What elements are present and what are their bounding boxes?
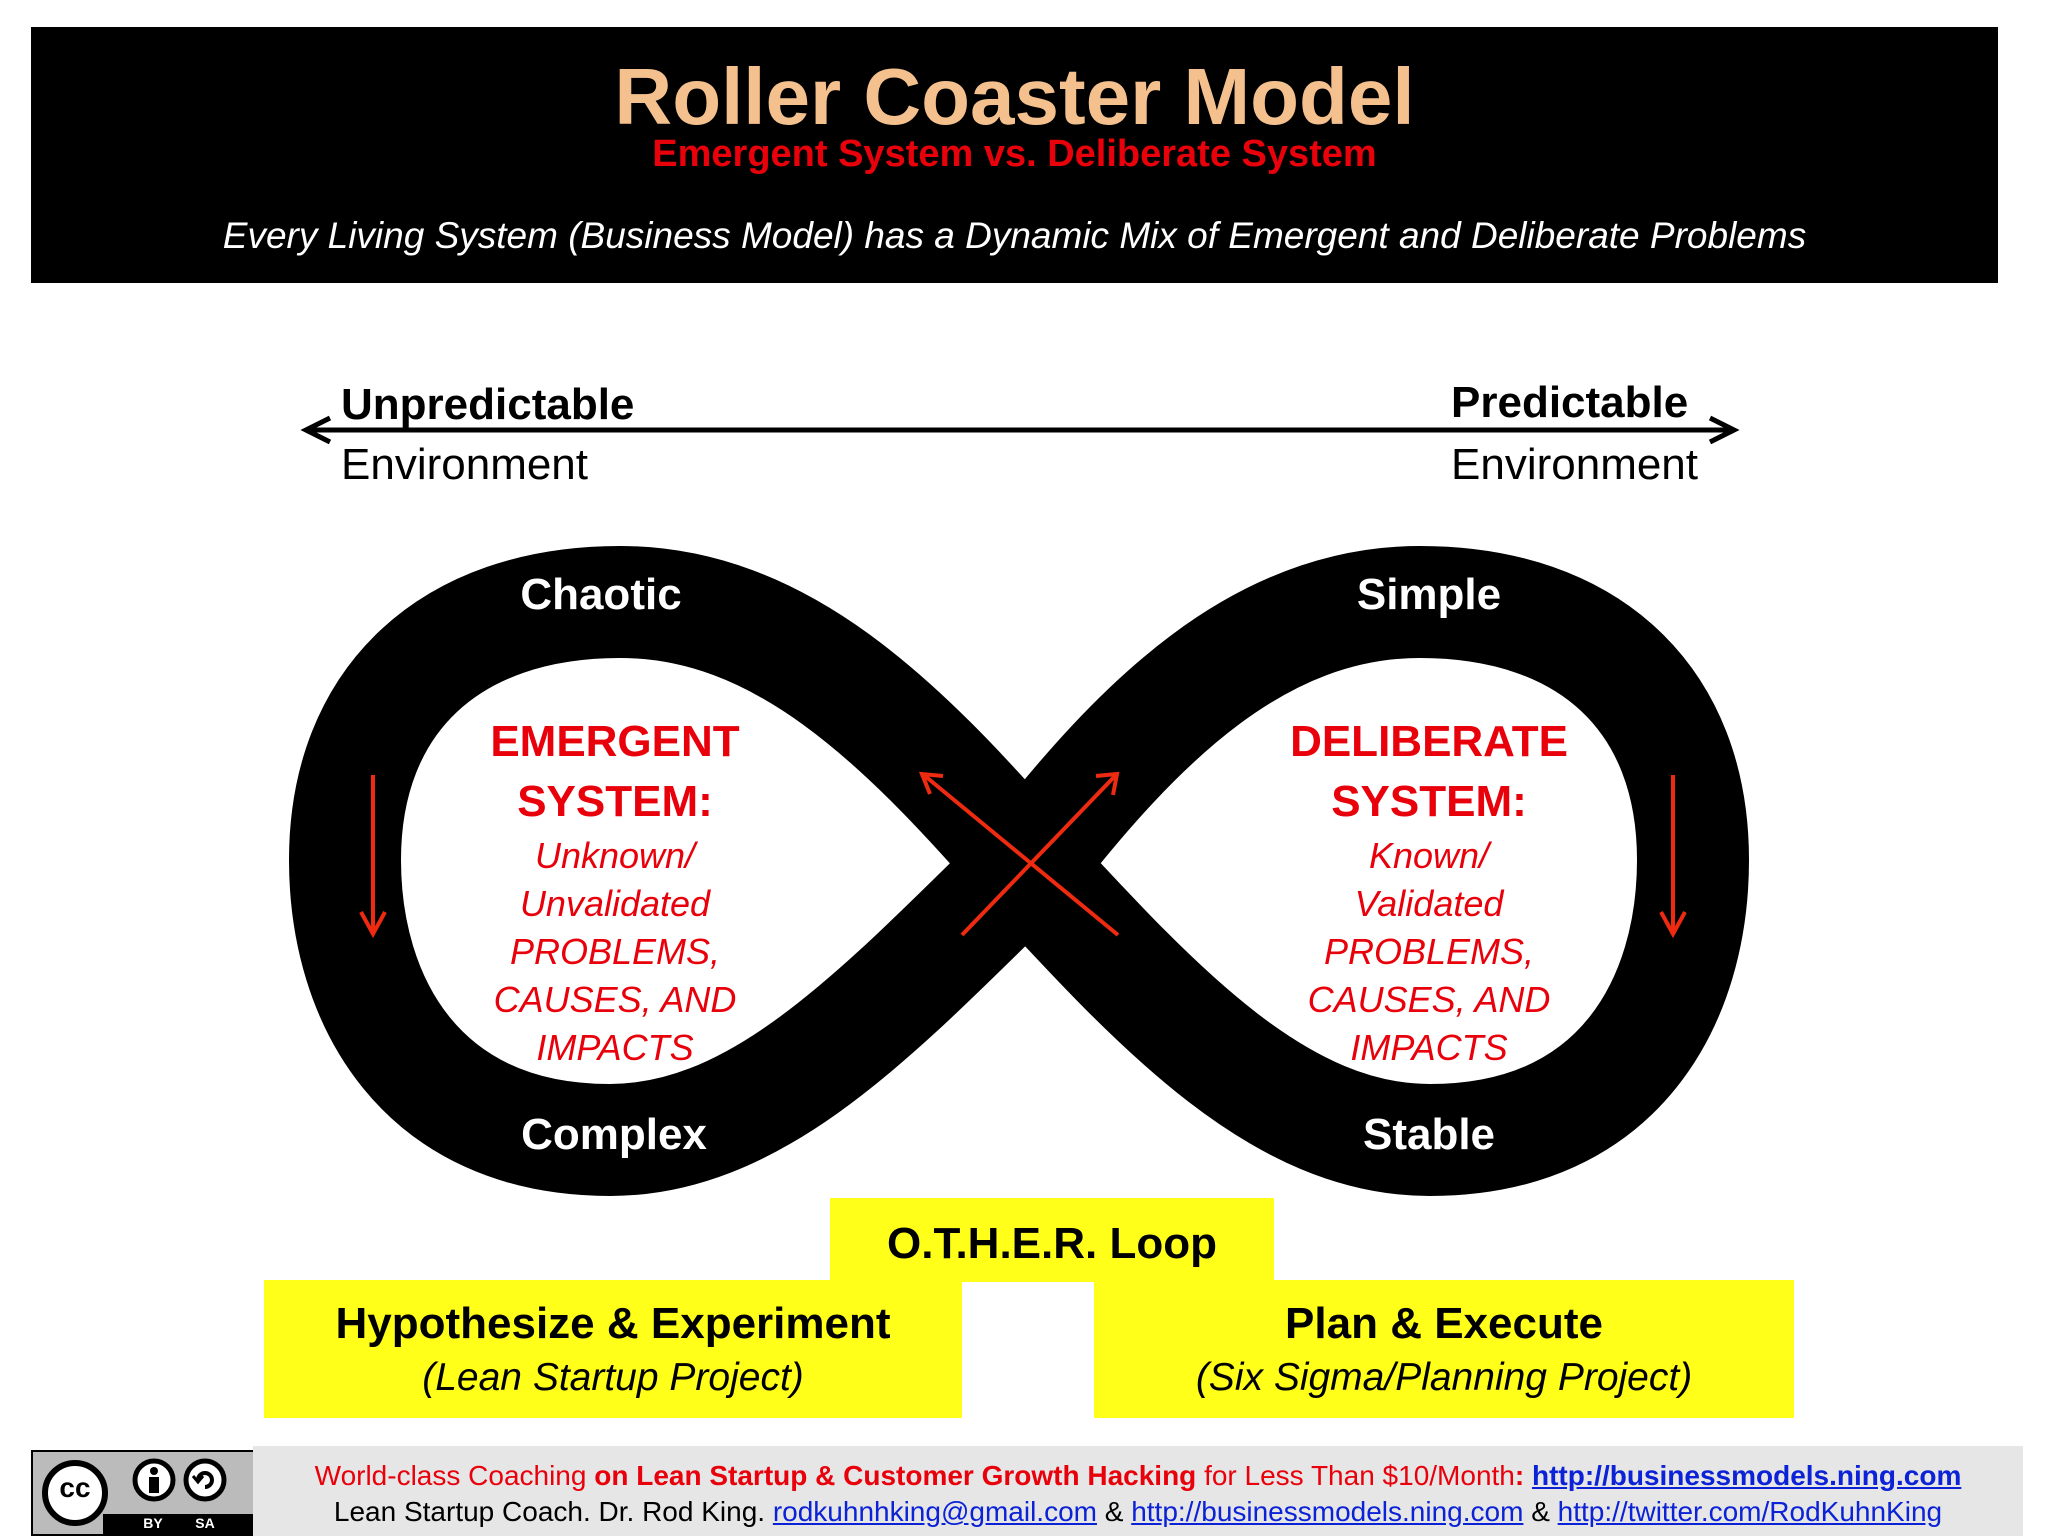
header-banner: Roller Coaster Model Emergent System vs.… <box>31 27 1998 283</box>
plan-execute-sub: (Six Sigma/Planning Project) <box>1195 1356 1693 1399</box>
hypothesize-sub: (Lean Startup Project) <box>422 1356 804 1399</box>
emergent-line: PROBLEMS, <box>509 931 721 972</box>
other-loop-label: O.T.H.E.R. Loop <box>887 1219 1217 1268</box>
footer-link-twitter[interactable]: http://twitter.com/RodKuhnKing <box>1557 1496 1943 1527</box>
page-title: Roller Coaster Model <box>614 52 1415 141</box>
cc-text: cc <box>59 1472 91 1503</box>
deliberate-line: Known/ <box>1368 835 1490 876</box>
emergent-system-block: EMERGENT SYSTEM: Unknown/ Unvalidated PR… <box>445 712 785 1072</box>
deliberate-title-2: SYSTEM: <box>1331 777 1527 826</box>
footer-text: World-class Coaching <box>314 1460 595 1491</box>
axis-right-plain: Environment <box>1451 440 1699 489</box>
footer-text: & <box>1523 1496 1558 1527</box>
footer: World-class Coaching on Lean Startup & C… <box>253 1446 2023 1536</box>
tagline: Every Living System (Business Model) has… <box>222 215 1807 256</box>
axis-left-plain: Environment <box>341 440 589 489</box>
emergent-title-1: EMERGENT <box>490 717 740 766</box>
footer-line-1: World-class Coaching on Lean Startup & C… <box>253 1462 2023 1490</box>
deliberate-title-1: DELIBERATE <box>1290 717 1568 766</box>
hypothesize-title: Hypothesize & Experiment <box>335 1299 891 1348</box>
label-simple: Simple <box>1356 570 1502 619</box>
crossing-arrows <box>918 771 1120 937</box>
right-down-arrow <box>1659 775 1687 939</box>
plan-execute-title: Plan & Execute <box>1285 1299 1603 1348</box>
label-stable: Stable <box>1362 1110 1496 1159</box>
footer-text-bold: on Lean Startup & Customer Growth Hackin… <box>594 1460 1197 1491</box>
axis-left-bold: Unpredictable <box>341 380 635 429</box>
axis-right-bold: Predictable <box>1451 378 1689 427</box>
footer-text: Lean Startup Coach. Dr. Rod King. <box>333 1496 773 1527</box>
label-complex: Complex <box>521 1110 707 1159</box>
emergent-line: Unknown/ <box>534 835 696 876</box>
emergent-line: IMPACTS <box>536 1027 694 1068</box>
hypothesize-box: Hypothesize & Experiment (Lean Startup P… <box>264 1280 962 1418</box>
cc-sa-text: SA <box>195 1515 215 1531</box>
footer-link-businessmodels[interactable]: http://businessmodels.ning.com <box>1531 1460 1962 1491</box>
environment-axis <box>300 415 1740 445</box>
label-chaotic: Chaotic <box>520 570 682 619</box>
deliberate-line: IMPACTS <box>1350 1027 1508 1068</box>
cc-by-sa-icon <box>33 1452 257 1534</box>
deliberate-line: CAUSES, AND <box>1307 979 1551 1020</box>
footer-email-link[interactable]: rodkuhnhking@gmail.com <box>772 1496 1097 1527</box>
emergent-title-2: SYSTEM: <box>517 777 713 826</box>
cc-by-text: BY <box>143 1515 163 1531</box>
footer-text: : <box>1514 1460 1532 1491</box>
deliberate-line: PROBLEMS, <box>1323 931 1535 972</box>
other-loop-box: O.T.H.E.R. Loop <box>830 1198 1274 1282</box>
cc-license-badge[interactable]: cc BY SA <box>31 1450 259 1536</box>
page-subtitle: Emergent System vs. Deliberate System <box>652 133 1377 175</box>
emergent-line: CAUSES, AND <box>493 979 737 1020</box>
deliberate-line: Validated <box>1354 883 1504 924</box>
left-down-arrow <box>359 775 387 939</box>
deliberate-system-block: DELIBERATE SYSTEM: Known/ Validated PROB… <box>1259 712 1599 1072</box>
footer-text: for Less Than $10/Month <box>1196 1460 1515 1491</box>
footer-line-2: Lean Startup Coach. Dr. Rod King. rodkuh… <box>253 1498 2023 1526</box>
footer-link-ning[interactable]: http://businessmodels.ning.com <box>1131 1496 1524 1527</box>
footer-text: & <box>1096 1496 1132 1527</box>
emergent-line: Unvalidated <box>519 883 711 924</box>
plan-execute-box: Plan & Execute (Six Sigma/Planning Proje… <box>1094 1280 1794 1418</box>
